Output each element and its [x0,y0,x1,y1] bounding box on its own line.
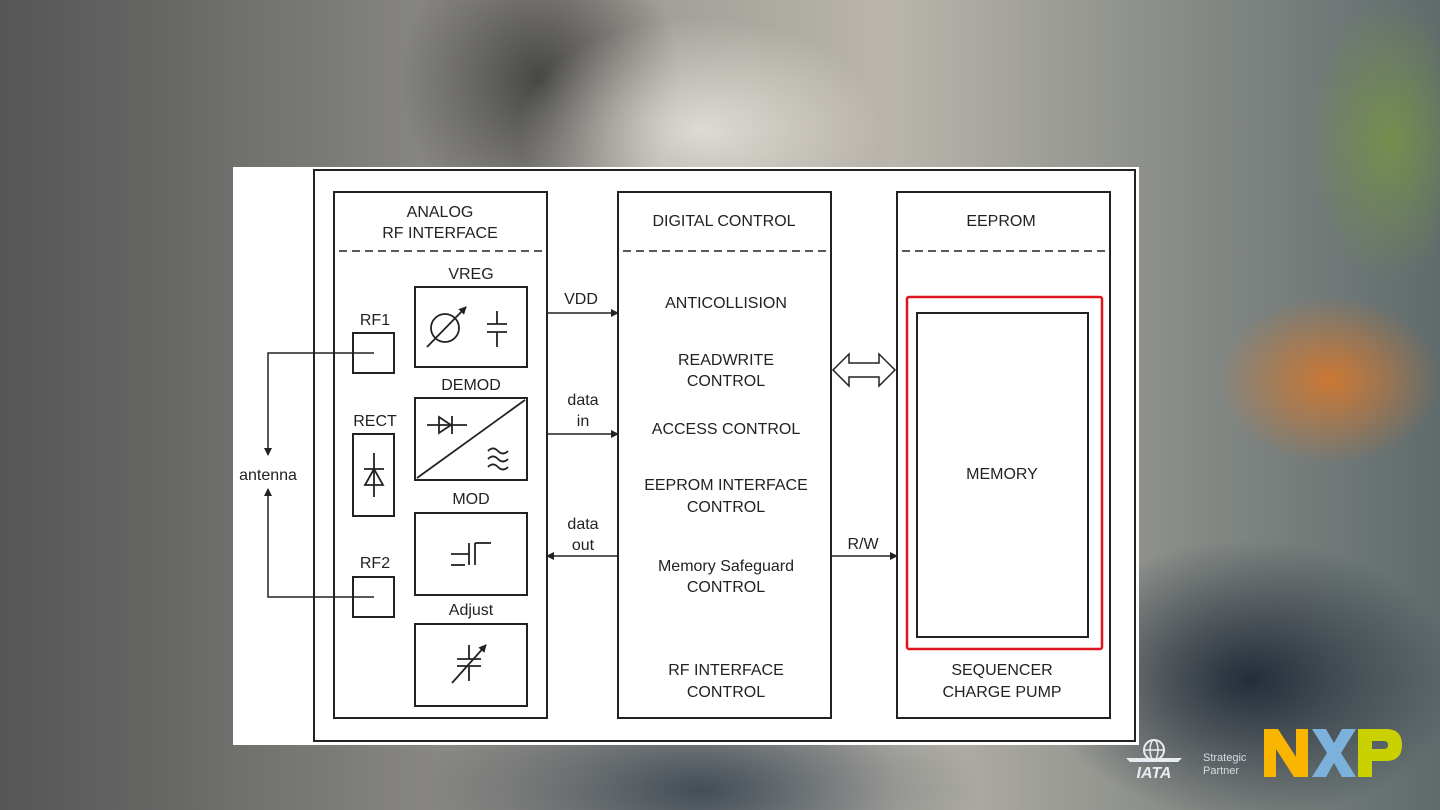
vdd-label: VDD [564,291,598,308]
vreg-label: VREG [448,266,493,283]
sequencer-label: SEQUENCER [951,662,1052,679]
vreg-box [414,286,528,368]
rect-box [352,433,395,517]
eeprom-block: EEPROM [896,191,1111,719]
digital-control-block: DIGITAL CONTROL [617,191,832,719]
mod-box [414,512,528,596]
anticollision-label: ANTICOLLISION [665,295,787,312]
vreg-symbol-icon [426,306,507,348]
iata-wordmark: IATA [1137,765,1172,782]
data-out-label-2: out [572,537,595,554]
demod-symbol-icon [416,399,526,479]
demod-label: DEMOD [441,377,501,394]
outer-frame [313,169,1136,742]
data-bus-arrow [831,352,897,388]
adjust-box [414,623,528,707]
data-in-label-2: in [577,413,589,430]
memory-highlight-box [905,295,1104,651]
eeprom-interface-label-1: EEPROM INTERFACE [644,477,808,494]
adjust-symbol-icon [451,644,487,684]
eeprom-title: EEPROM [966,213,1035,230]
nxp-logo [1264,729,1402,777]
memory-box [916,312,1089,638]
data-in-label-1: data [567,392,598,409]
iata-logo: IATA [1126,739,1182,782]
adjust-label: Adjust [449,602,494,619]
antenna-wires [264,352,374,598]
rf1-label: RF1 [360,312,390,329]
rf2-label: RF2 [360,555,390,572]
digital-title: DIGITAL CONTROL [652,213,795,230]
mod-symbol-icon [451,542,491,566]
memory-label: MEMORY [966,466,1038,483]
readwrite-label-1: READWRITE [678,352,774,369]
memory-safeguard-label-1: Memory Safeguard [658,558,794,575]
rectifier-diode-icon [363,453,385,497]
data-out-label-1: data [567,516,598,533]
partner-label: Partner [1203,765,1240,777]
analog-title-line2: RF INTERFACE [382,225,498,242]
charge-pump-label: CHARGE PUMP [942,684,1061,701]
rf-interface-control-label-1: RF INTERFACE [668,662,784,679]
memory-safeguard-label-2: CONTROL [687,579,765,596]
block-diagram: ANALOG RF INTERFACE DIGITAL CONTROL EEPR… [233,167,1139,745]
eeprom-interface-label-2: CONTROL [687,499,765,516]
readwrite-label-2: CONTROL [687,373,765,390]
mod-label: MOD [452,491,489,508]
analog-title-line1: ANALOG [407,204,474,221]
antenna-label: antenna [239,467,297,484]
access-control-label: ACCESS CONTROL [652,421,801,438]
demod-box [414,397,528,481]
block-diagram-svg: ANALOG RF INTERFACE DIGITAL CONTROL EEPR… [239,169,1136,742]
strategic-label: Strategic [1203,752,1247,764]
rect-label: RECT [353,413,397,430]
analog-rf-interface-block: ANALOG RF INTERFACE [333,191,548,719]
rf-interface-control-label-2: CONTROL [687,684,765,701]
rw-label: R/W [847,536,879,553]
strategic-partner-text: Strategic Partner [1203,752,1246,778]
